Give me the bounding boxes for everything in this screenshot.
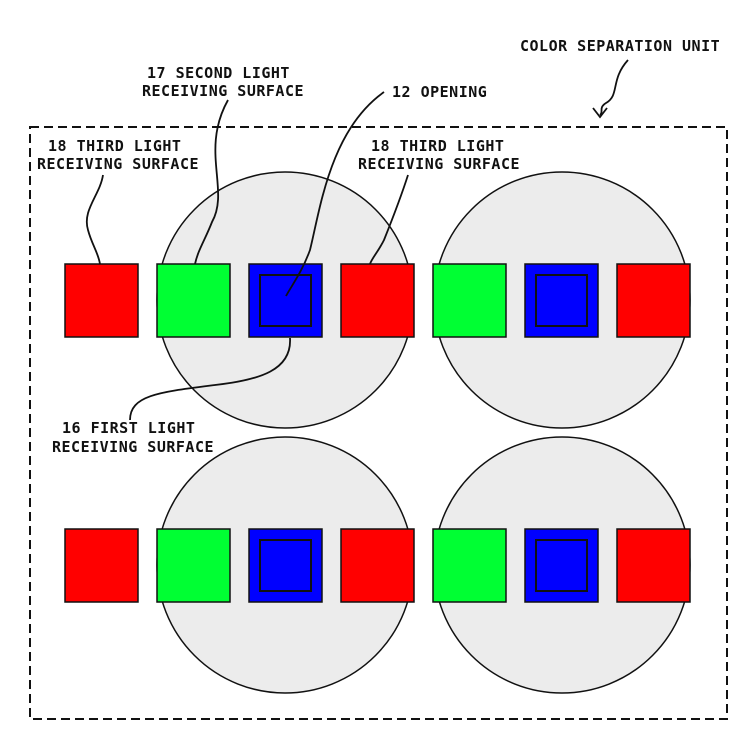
opening-outline	[535, 274, 588, 327]
unit-label: COLOR SEPARATION UNIT	[520, 37, 720, 55]
leader-second	[194, 99, 229, 265]
opening-outline	[259, 539, 312, 592]
third-surface-left-label-line1: 18 THIRD LIGHT	[48, 137, 181, 155]
third-light-receiving-surface	[340, 263, 415, 338]
first-light-receiving-surface	[248, 263, 323, 338]
leader-unit-arrow	[592, 107, 608, 119]
first-surface-label-line2: RECEIVING SURFACE	[52, 438, 214, 456]
labels: COLOR SEPARATION UNIT 17 SECOND LIGHT RE…	[37, 37, 720, 456]
leader-lines	[85, 59, 629, 421]
third-surface-right-label-line1: 18 THIRD LIGHT	[371, 137, 504, 155]
opening-outline	[259, 274, 312, 327]
leader-third-right	[369, 174, 409, 265]
third-light-receiving-surface	[616, 263, 691, 338]
first-light-receiving-surface	[248, 528, 323, 603]
second-surface-label-line1: 17 SECOND LIGHT	[147, 64, 290, 82]
leader-first	[129, 337, 291, 421]
opening-label: 12 OPENING	[392, 83, 487, 101]
third-light-receiving-surface	[616, 528, 691, 603]
third-light-receiving-surface	[64, 528, 139, 603]
second-surface-label-line2: RECEIVING SURFACE	[142, 82, 304, 100]
lens-group	[156, 171, 691, 694]
leader-third-left	[85, 174, 104, 265]
first-surface-label-line1: 16 FIRST LIGHT	[62, 419, 195, 437]
unit-boundary	[29, 126, 728, 720]
second-light-receiving-surface	[156, 528, 231, 603]
leader-unit	[599, 59, 629, 116]
third-light-receiving-surface	[64, 263, 139, 338]
first-light-receiving-surface	[524, 263, 599, 338]
second-light-receiving-surface	[432, 263, 507, 338]
pixel-array	[64, 263, 691, 603]
leader-opening	[285, 91, 385, 297]
second-light-receiving-surface	[432, 528, 507, 603]
opening-outline	[535, 539, 588, 592]
third-light-receiving-surface	[340, 528, 415, 603]
third-surface-left-label-line2: RECEIVING SURFACE	[37, 155, 199, 173]
third-surface-right-label-line2: RECEIVING SURFACE	[358, 155, 520, 173]
second-light-receiving-surface	[156, 263, 231, 338]
first-light-receiving-surface	[524, 528, 599, 603]
